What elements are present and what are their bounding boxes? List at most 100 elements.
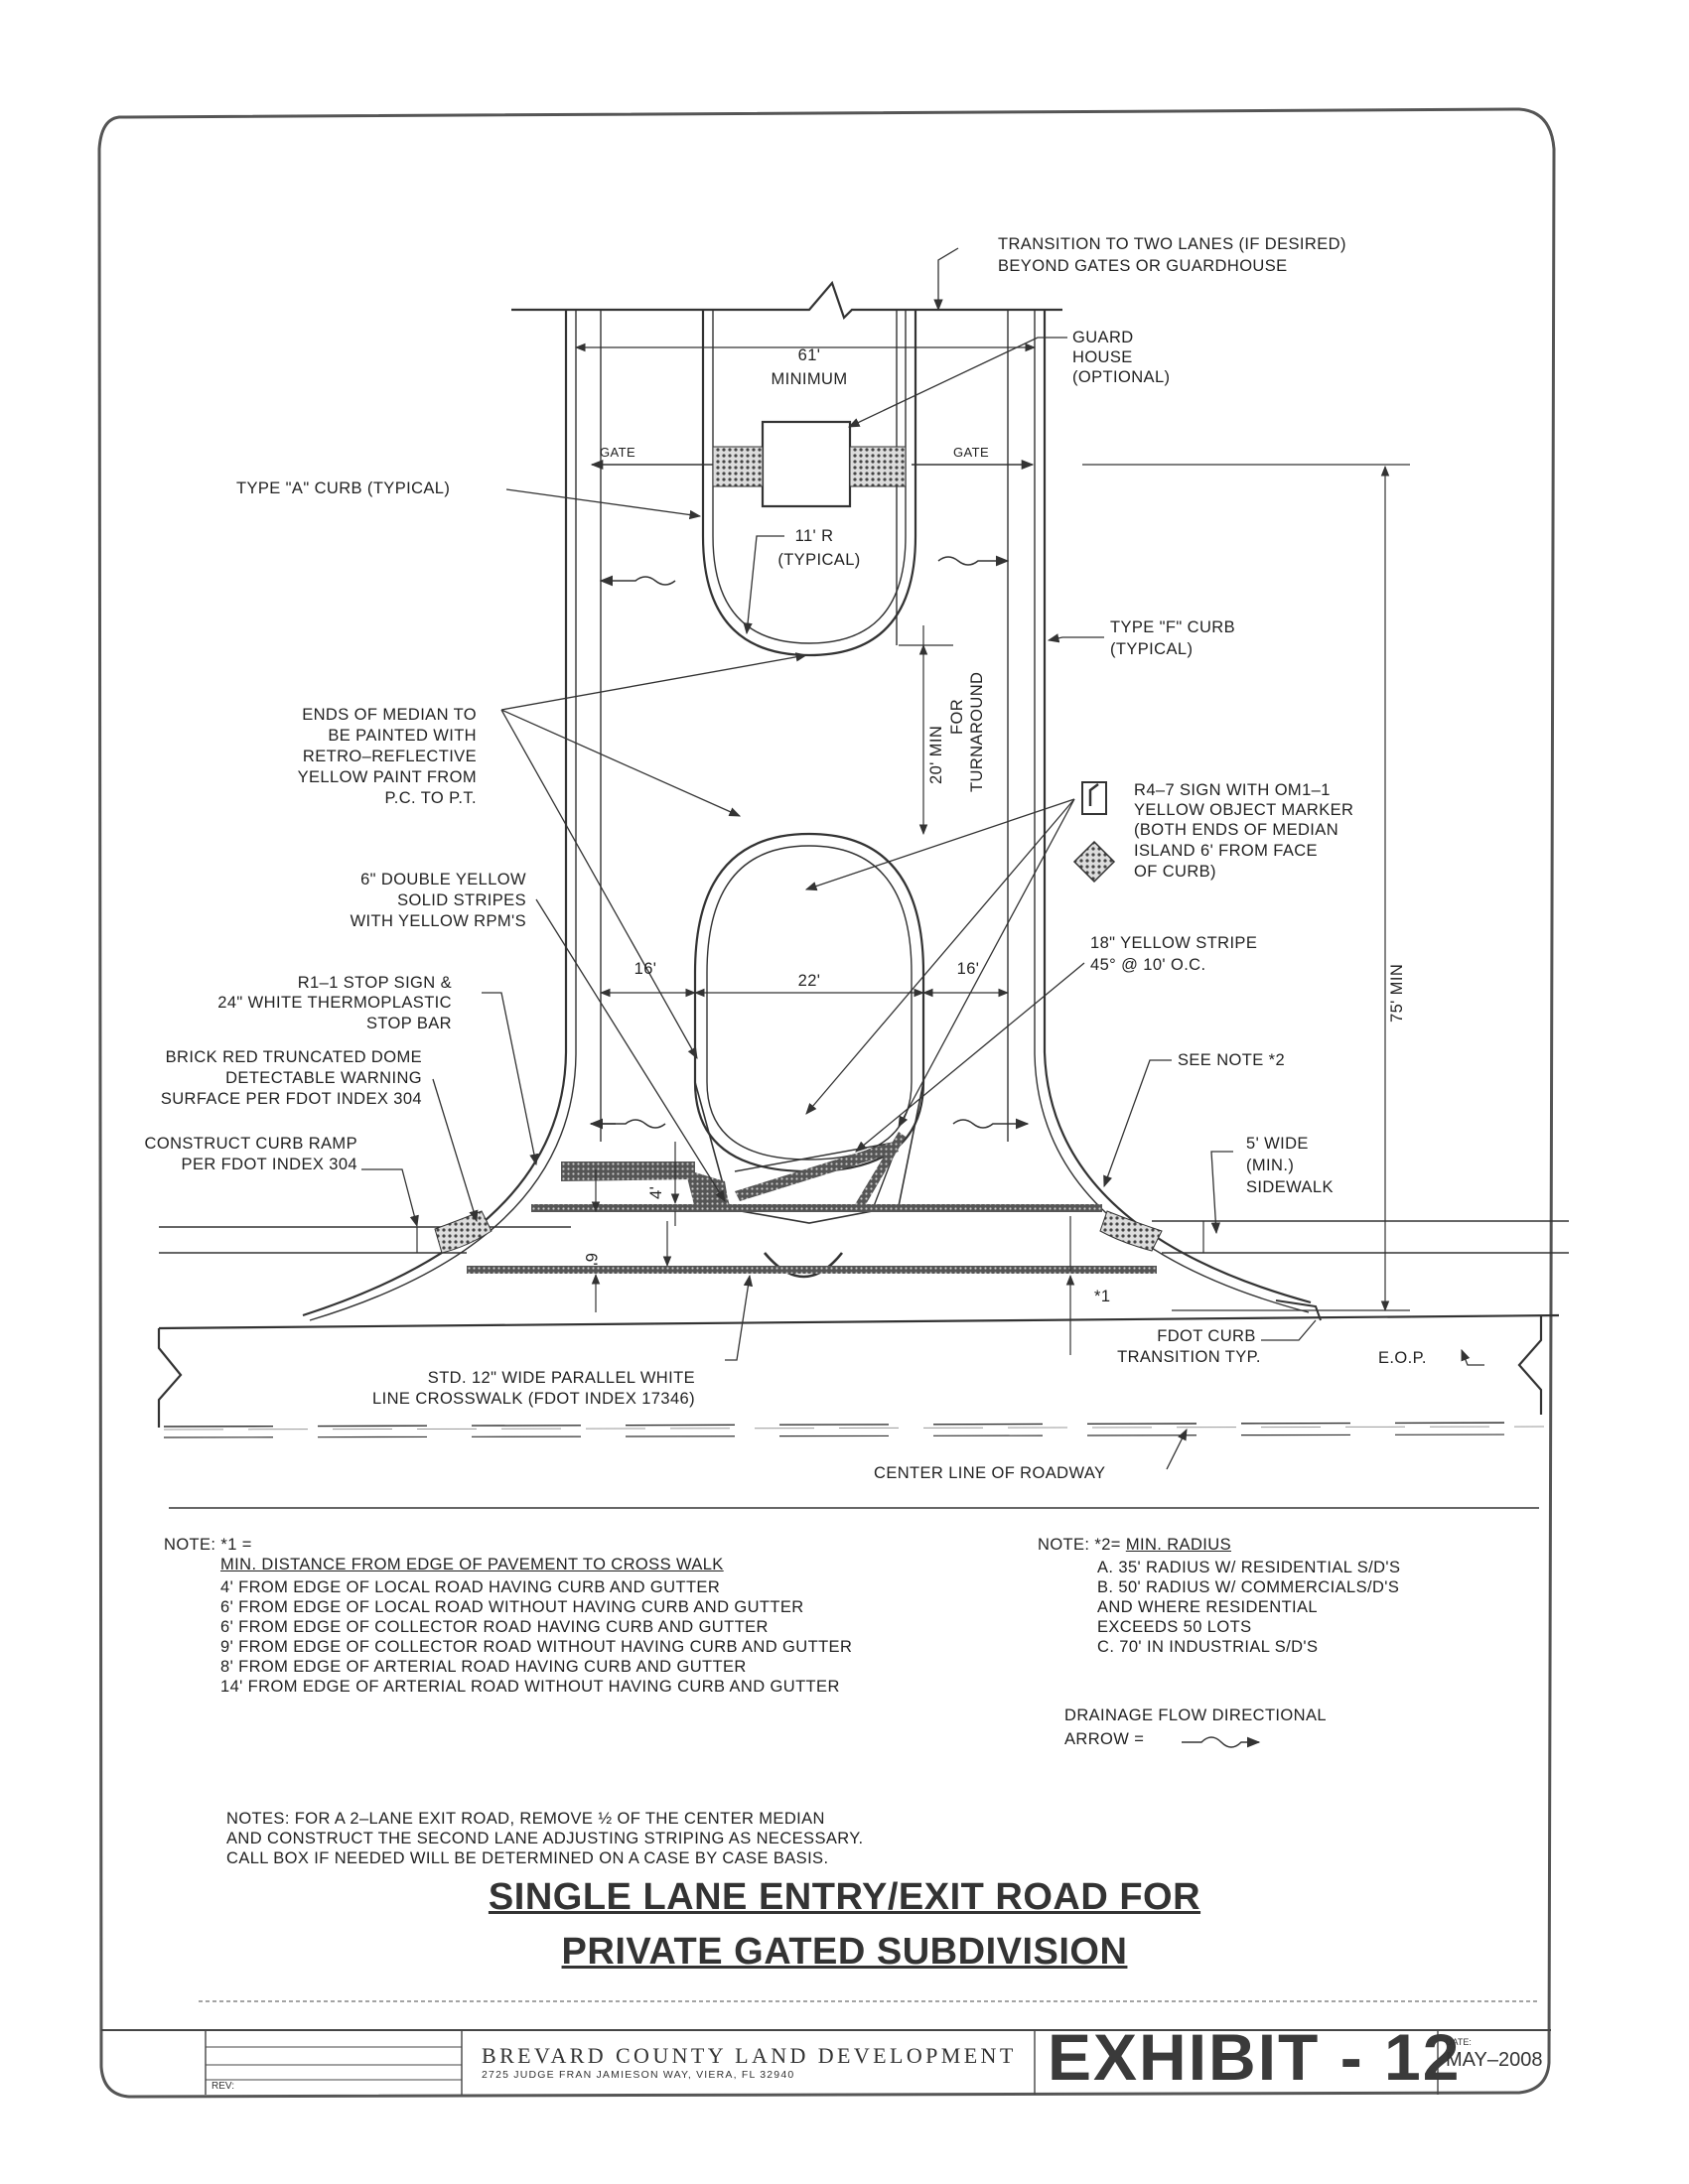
- crosswalk-top-bar: [531, 1204, 1102, 1212]
- median-ends-label-5: P.C. TO P.T.: [384, 789, 477, 807]
- note-2-line: B. 50' RADIUS W/ COMMERCIALS/D'S: [1097, 1578, 1400, 1596]
- lower-median: [693, 832, 925, 1173]
- stop-bar: [561, 1161, 695, 1181]
- transition-label-1: TRANSITION TO TWO LANES (IF DESIRED): [998, 235, 1346, 253]
- dim-4-label: 4': [647, 1185, 665, 1199]
- star-1-label: *1: [1094, 1288, 1111, 1305]
- organization-address: 2725 JUDGE FRAN JAMIESON WAY, VIERA, FL …: [482, 2069, 795, 2081]
- crosswalk-bottom-bar: [467, 1266, 1157, 1274]
- see-note-2-label: SEE NOTE *2: [1178, 1051, 1286, 1069]
- note-1-line: 8' FROM EDGE OF ARTERIAL ROAD HAVING CUR…: [220, 1658, 747, 1676]
- dim-22-label: 22': [797, 972, 821, 990]
- min-75-label: 75' MIN: [1388, 963, 1406, 1023]
- curb-ramp-label-1: CONSTRUCT CURB RAMP: [144, 1135, 357, 1153]
- sheet-border: [97, 107, 1556, 2099]
- transition-label-2: BEYOND GATES OR GUARDHOUSE: [998, 257, 1288, 275]
- general-note-line: CALL BOX IF NEEDED WILL BE DETERMINED ON…: [226, 1849, 829, 1867]
- gate-left-label: GATE: [600, 445, 636, 460]
- double-yellow-label-3: WITH YELLOW RPM'S: [350, 912, 526, 930]
- general-notes: NOTES: FOR A 2–LANE EXIT ROAD, REMOVE ½ …: [226, 1809, 864, 1868]
- general-note-line: AND CONSTRUCT THE SECOND LANE ADJUSTING …: [226, 1830, 864, 1847]
- note-1-list: 4' FROM EDGE OF LOCAL ROAD HAVING CURB A…: [220, 1577, 852, 1697]
- r4-7-label-4: ISLAND 6' FROM FACE: [1134, 842, 1318, 860]
- radius-11-label: 11' R: [794, 527, 834, 545]
- r4-7-label-5: OF CURB): [1134, 863, 1216, 881]
- note-2-head: NOTE: *2= MIN. RADIUS: [1038, 1535, 1231, 1555]
- drainage-legend-line-2: ARROW =: [1064, 1730, 1145, 1748]
- note-2-list: A. 35' RADIUS W/ RESIDENTIAL S/D'S B. 50…: [1097, 1558, 1400, 1657]
- drainage-legend-arrow-icon: [1182, 1736, 1261, 1748]
- note-1-line: 14' FROM EDGE OF ARTERIAL ROAD WITHOUT H…: [220, 1678, 840, 1696]
- road-edge-right: [1043, 310, 1312, 1304]
- object-marker-icon: [1072, 840, 1116, 884]
- stop-sign-label-1: R1–1 STOP SIGN &: [297, 974, 452, 992]
- sidewalk-label-2: (MIN.): [1246, 1157, 1295, 1174]
- r4-7-label-2: YELLOW OBJECT MARKER: [1134, 801, 1354, 819]
- drainage-legend-line-1: DRAINAGE FLOW DIRECTIONAL: [1064, 1706, 1327, 1724]
- stop-sign-label-3: STOP BAR: [365, 1015, 452, 1032]
- drainage-flow-arrows: [589, 555, 1030, 1130]
- median-nose: [764, 1252, 844, 1279]
- note-1-line: 6' FROM EDGE OF COLLECTOR ROAD HAVING CU…: [220, 1618, 769, 1636]
- note-1-head: NOTE: *1 =: [164, 1536, 252, 1554]
- min-20-label: 20' MIN: [927, 725, 945, 784]
- note-1-line: 4' FROM EDGE OF LOCAL ROAD HAVING CURB A…: [220, 1578, 721, 1596]
- right-break-line: [1517, 1315, 1543, 1415]
- guard-house: [761, 420, 852, 508]
- median-ends-label-4: YELLOW PAINT FROM: [297, 768, 477, 786]
- note-2-line: A. 35' RADIUS W/ RESIDENTIAL S/D'S: [1097, 1559, 1401, 1576]
- sidewalk-label-3: SIDEWALK: [1246, 1178, 1334, 1196]
- note-2-line: AND WHERE RESIDENTIAL: [1097, 1598, 1319, 1616]
- note-2-head-underline: MIN. RADIUS: [1125, 1536, 1231, 1554]
- sidewalk-label-1: 5' WIDE: [1246, 1135, 1309, 1153]
- note-1-line: 6' FROM EDGE OF LOCAL ROAD WITHOUT HAVIN…: [220, 1598, 804, 1616]
- exhibit-number: EXHIBIT - 12: [1048, 2020, 1462, 2094]
- turnaround-label: TURNAROUND: [968, 671, 986, 792]
- for-label: FOR: [948, 698, 966, 735]
- note-2-line: C. 70' IN INDUSTRIAL S/D'S: [1097, 1638, 1319, 1656]
- median-ends-label-2: BE PAINTED WITH: [328, 727, 477, 745]
- double-yellow-label-2: SOLID STRIPES: [397, 891, 526, 909]
- stop-sign-label-2: 24" WHITE THERMOPLASTIC: [217, 994, 452, 1012]
- note-2-line: EXCEEDS 50 LOTS: [1097, 1618, 1252, 1636]
- note-2-head-text: NOTE: *2=: [1038, 1536, 1121, 1554]
- center-line: [163, 1426, 1545, 1431]
- guard-house-label-2: HOUSE: [1072, 348, 1133, 366]
- gate-right-block: [849, 446, 907, 487]
- road-edge-left: [302, 310, 568, 1317]
- r4-7-label-1: R4–7 SIGN WITH OM1–1: [1134, 781, 1331, 799]
- dim-16-right-label: 16': [956, 960, 980, 978]
- edge-of-pavement: [158, 1313, 1560, 1330]
- brick-dome-label-2: DETECTABLE WARNING: [225, 1069, 422, 1087]
- date-value: MAY–2008: [1446, 2049, 1543, 2071]
- width-61-label: 61': [797, 346, 821, 364]
- revision-label: REV:: [211, 2081, 234, 2092]
- top-break-line: [511, 280, 1062, 321]
- center-line-label: CENTER LINE OF ROADWAY: [874, 1464, 1106, 1482]
- eop-label: E.O.P.: [1378, 1349, 1427, 1367]
- note-1-line: 9' FROM EDGE OF COLLECTOR ROAD WITHOUT H…: [220, 1638, 853, 1656]
- fdot-curb-label-2: TRANSITION TYP.: [1117, 1348, 1261, 1366]
- yellow-stripe-label-2: 45° @ 10' O.C.: [1090, 956, 1206, 974]
- type-f-curb-label-2: (TYPICAL): [1110, 640, 1194, 658]
- crosswalk-label-1: STD. 12" WIDE PARALLEL WHITE: [427, 1369, 695, 1387]
- radius-typical-label: (TYPICAL): [777, 551, 861, 569]
- fdot-curb-label-1: FDOT CURB: [1157, 1327, 1256, 1345]
- r4-7-label-3: (BOTH ENDS OF MEDIAN: [1134, 821, 1339, 839]
- brick-dome-label-1: BRICK RED TRUNCATED DOME: [165, 1048, 422, 1066]
- left-break-line: [157, 1328, 183, 1428]
- dim-6-label: 6': [582, 1253, 600, 1267]
- upper-median: [701, 310, 917, 657]
- dim-16-left-label: 16': [633, 960, 657, 978]
- drawing-title-line-2: PRIVATE GATED SUBDIVISION: [561, 1931, 1128, 1973]
- gate-left-block: [712, 446, 764, 487]
- gate-right-label: GATE: [953, 445, 990, 460]
- detectable-warning-right: [1099, 1210, 1163, 1252]
- median-ends-label-1: ENDS OF MEDIAN TO: [302, 706, 477, 724]
- double-yellow-label-1: 6" DOUBLE YELLOW: [360, 871, 526, 888]
- guard-house-label-3: (OPTIONAL): [1072, 368, 1171, 386]
- minimum-label: MINIMUM: [771, 370, 848, 388]
- type-f-curb-label-1: TYPE "F" CURB: [1110, 618, 1236, 636]
